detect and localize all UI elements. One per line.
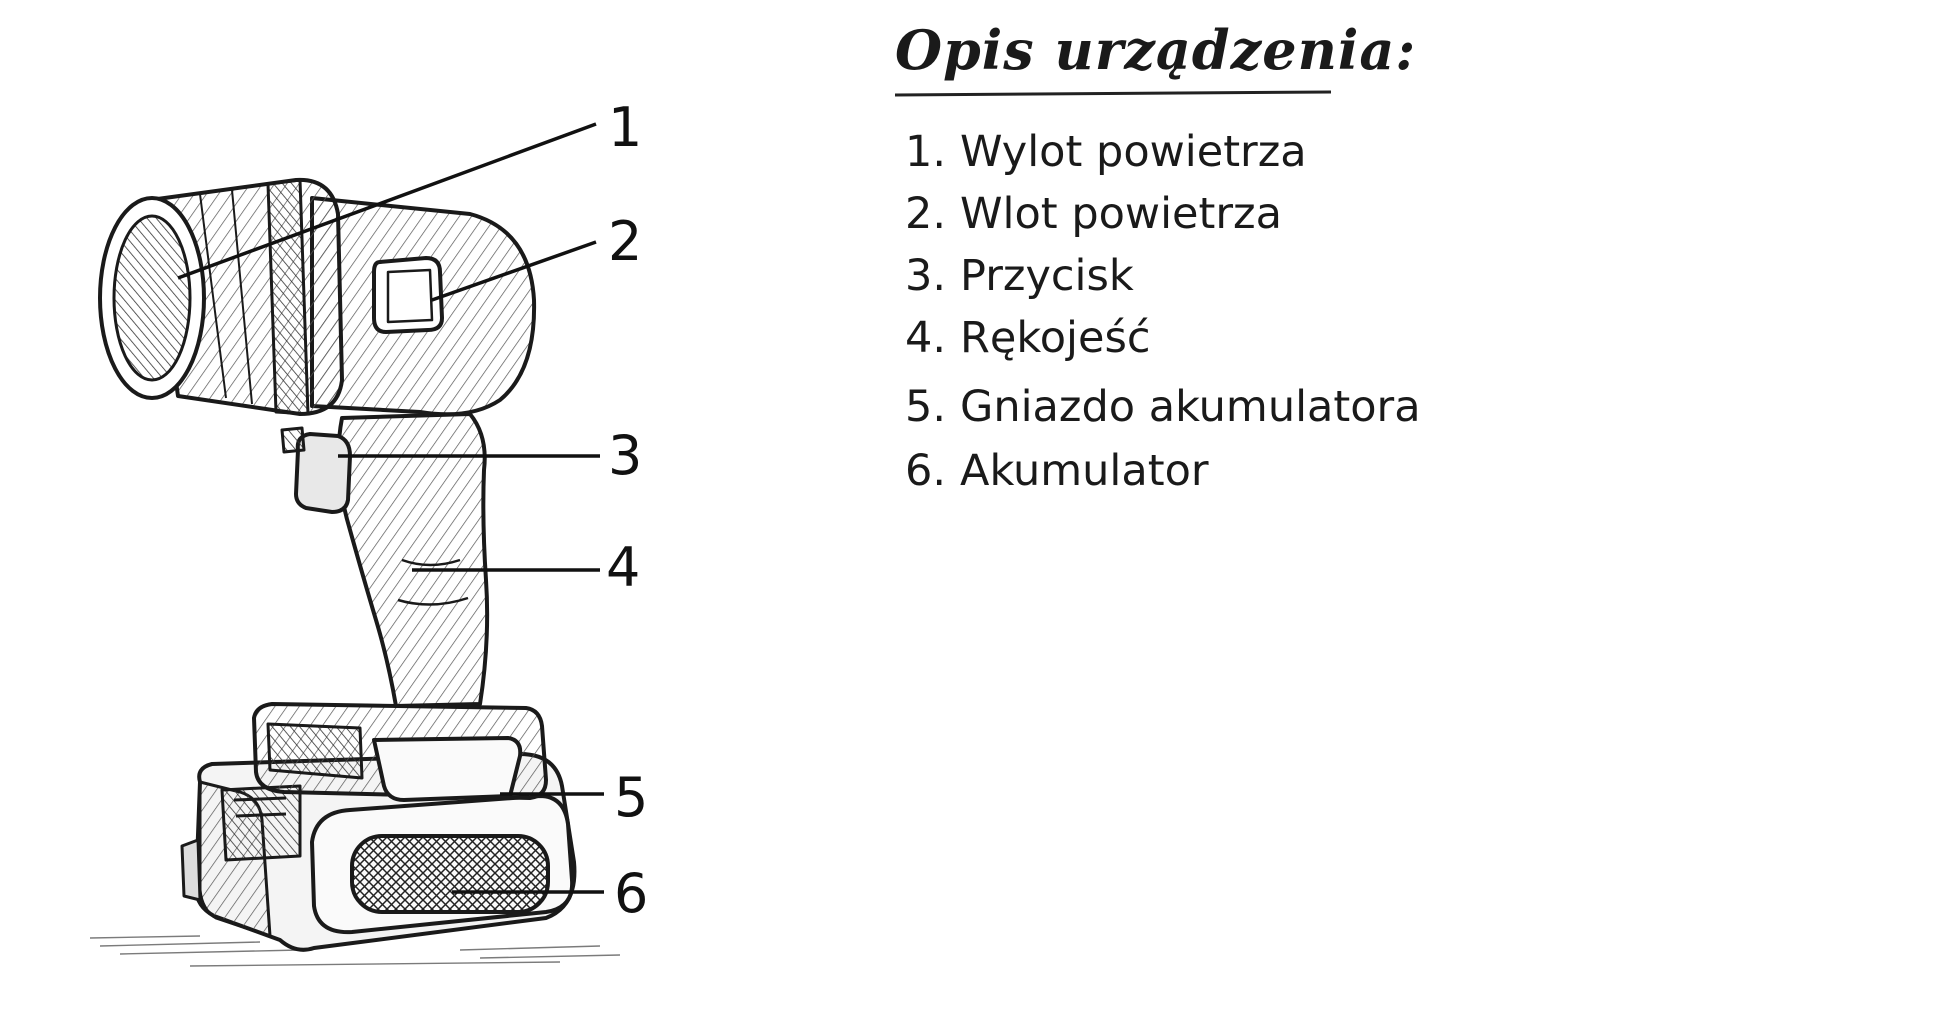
callout-numbers: 1 2 3 4 5 6 xyxy=(606,96,648,925)
leader-line-1 xyxy=(177,122,597,280)
legend-item-label: Wylot powietrza xyxy=(960,127,1307,177)
ground-shadow xyxy=(89,935,621,967)
legend-item-number: 6. xyxy=(905,446,947,496)
legend-item-number: 1. xyxy=(905,127,947,177)
battery-socket-shape xyxy=(252,702,548,802)
legend-item-label: Akumulator xyxy=(960,446,1209,496)
device-description-legend: Opis urządzenia: 1. Wylot powietrza 2. Wlo… xyxy=(894,18,1895,502)
leader-line-2 xyxy=(431,240,597,302)
legend-item: 3. Przycisk xyxy=(905,245,1895,307)
trigger-shape xyxy=(280,426,352,514)
leader-lines xyxy=(177,122,604,894)
battery-shape xyxy=(180,752,577,952)
legend-title: Opis urządzenia: xyxy=(895,18,1417,82)
legend-item-number: 2. xyxy=(905,189,947,239)
legend-item-number: 4. xyxy=(905,313,947,363)
legend-item-label: Rękojeść xyxy=(960,313,1151,363)
legend-item-number: 3. xyxy=(905,251,947,301)
legend-item-label: Gniazdo akumulatora xyxy=(960,382,1421,432)
legend-list: 1. Wylot powietrza 2. Wlot powietrza 3. Prz… xyxy=(905,121,1895,502)
body-shape xyxy=(310,196,537,417)
legend-item-label: Wlot powietrza xyxy=(960,189,1282,239)
callout-5: 5 xyxy=(614,766,648,829)
callout-1: 1 xyxy=(608,96,642,159)
legend-item: 6. Akumulator xyxy=(905,440,1895,502)
nozzle-shape xyxy=(98,177,344,416)
legend-item: 4. Rękojeść xyxy=(905,307,1895,369)
callout-2: 2 xyxy=(608,210,642,273)
callout-4: 4 xyxy=(606,536,640,599)
handle-shape xyxy=(336,412,490,708)
legend-item-label: Przycisk xyxy=(960,251,1134,301)
callout-6: 6 xyxy=(614,862,648,925)
callout-3: 3 xyxy=(608,424,642,487)
legend-item: 5. Gniazdo akumulatora xyxy=(905,376,1895,438)
legend-item: 2. Wlot powietrza xyxy=(905,183,1895,245)
legend-item-number: 5. xyxy=(905,382,947,432)
legend-item: 1. Wylot powietrza xyxy=(905,121,1895,183)
